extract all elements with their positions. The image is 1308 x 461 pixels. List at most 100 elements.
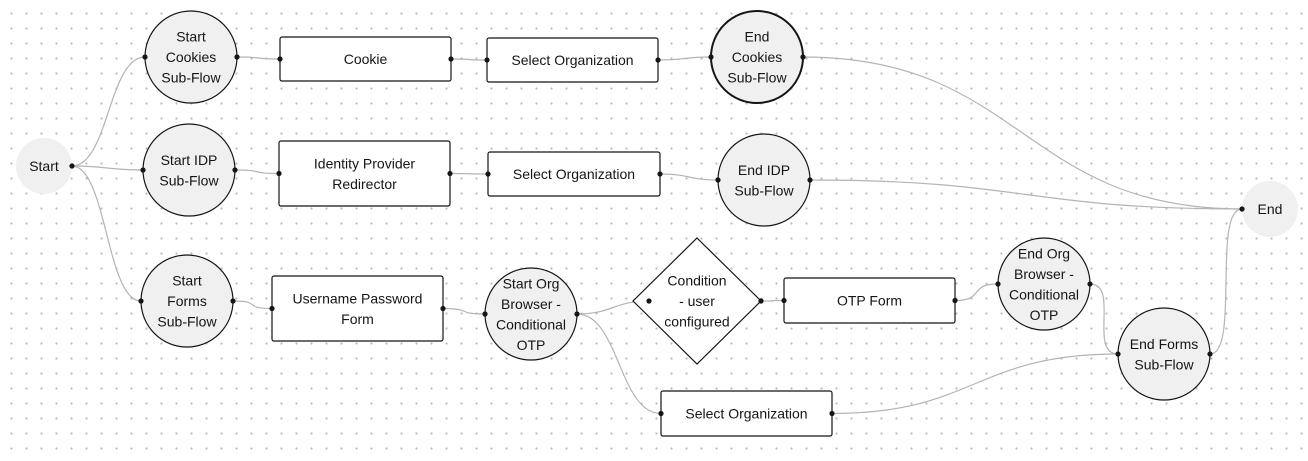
output-port[interactable]	[952, 297, 958, 304]
node-label: Cookies	[166, 49, 217, 65]
node-select-org-2[interactable]: Select Organization	[485, 151, 663, 197]
edge-end-idp-to-end	[809, 179, 1243, 210]
edge-select-org-2-to-end-idp	[659, 173, 719, 181]
output-port[interactable]	[448, 56, 454, 62]
node-label: Redirector	[332, 176, 397, 192]
edge-start-idp-to-idp-redirector	[234, 169, 280, 175]
input-port[interactable]	[277, 56, 283, 62]
node-label: Select Organization	[513, 166, 635, 182]
node-cookie[interactable]: Cookie	[277, 36, 454, 82]
input-port[interactable]	[269, 305, 275, 312]
node-start[interactable]: Start	[16, 138, 75, 194]
node-end[interactable]: End	[1239, 181, 1298, 237]
node-label: Form	[341, 311, 374, 327]
node-label: Conditional	[1009, 286, 1079, 302]
node-start-idp[interactable]: Start IDP Sub-Flow	[140, 123, 238, 217]
input-port[interactable]	[708, 54, 714, 60]
node-label: End	[745, 29, 770, 45]
output-port[interactable]	[758, 298, 764, 304]
edge-condition-user-to-otp-form	[760, 299, 785, 302]
node-label: Username Password	[293, 290, 423, 306]
edge-start-to-start-forms	[71, 165, 142, 302]
node-label: End IDP	[738, 162, 790, 178]
node-label: Sub-Flow	[159, 172, 219, 188]
edge-select-org-3-to-end-forms	[831, 353, 1119, 415]
node-label: Identity Provider	[314, 155, 415, 171]
input-port[interactable]	[482, 311, 488, 317]
output-port[interactable]	[574, 311, 580, 317]
node-otp-form[interactable]: OTP Form	[781, 277, 958, 324]
output-port[interactable]	[232, 167, 238, 173]
input-port[interactable]	[995, 281, 1001, 287]
node-label: Cookies	[732, 49, 783, 65]
edge-end-org-browser-to-end-forms	[1089, 283, 1119, 355]
input-port[interactable]	[138, 298, 144, 304]
node-label: Start	[176, 29, 206, 45]
output-port[interactable]	[655, 57, 661, 63]
input-port[interactable]	[781, 297, 787, 304]
node-label: Sub-Flow	[161, 70, 221, 86]
node-condition-user[interactable]: Condition - user configured	[632, 237, 764, 365]
node-label: Start	[172, 273, 202, 289]
input-port[interactable]	[276, 170, 282, 177]
node-label: Start IDP	[161, 152, 218, 168]
input-port[interactable]	[1239, 206, 1245, 212]
edge-otp-form-to-end-org-browser	[954, 283, 999, 302]
node-label: OTP	[1030, 307, 1059, 323]
edge-end-cookies-to-end	[802, 56, 1243, 210]
node-label: Sub-Flow	[1134, 356, 1194, 372]
input-port[interactable]	[484, 57, 490, 63]
output-port[interactable]	[440, 305, 446, 312]
node-label: End	[1258, 201, 1283, 217]
node-label: Start	[29, 158, 59, 174]
edge-start-to-start-idp	[71, 165, 144, 171]
node-label: - user	[679, 293, 715, 309]
node-label: Cookie	[344, 51, 388, 67]
node-label: Conditional	[496, 316, 566, 332]
input-port[interactable]	[646, 298, 652, 304]
node-label: OTP	[517, 337, 546, 353]
output-port[interactable]	[447, 170, 453, 177]
node-end-idp[interactable]: End IDP Sub-Flow	[715, 133, 813, 227]
node-label: Sub-Flow	[727, 70, 787, 86]
node-label: Sub-Flow	[734, 182, 794, 198]
node-label: Condition	[667, 273, 726, 289]
edge-layer	[71, 56, 1243, 415]
node-label: Start Org	[503, 275, 560, 291]
node-label: Forms	[167, 293, 207, 309]
node-select-org-1[interactable]: Select Organization	[484, 37, 661, 83]
output-port[interactable]	[69, 163, 75, 169]
edge-end-forms-to-end	[1209, 208, 1243, 355]
node-label: Browser -	[501, 296, 561, 312]
output-port[interactable]	[1087, 281, 1093, 287]
input-port[interactable]	[715, 177, 721, 183]
output-port[interactable]	[1207, 351, 1213, 357]
output-port[interactable]	[657, 171, 663, 177]
node-label: Select Organization	[511, 52, 633, 68]
node-label: Select Organization	[685, 406, 807, 422]
node-label: Browser -	[1014, 266, 1074, 282]
input-port[interactable]	[485, 171, 491, 177]
edge-start-to-start-cookies	[71, 56, 146, 167]
input-port[interactable]	[1115, 351, 1121, 357]
output-port[interactable]	[230, 298, 236, 304]
output-port[interactable]	[234, 54, 240, 60]
node-select-org-3[interactable]: Select Organization	[658, 390, 835, 437]
output-port[interactable]	[800, 54, 806, 60]
node-label: configured	[664, 314, 729, 330]
input-port[interactable]	[658, 410, 664, 417]
edge-start-forms-to-username-password	[232, 300, 273, 310]
input-port[interactable]	[140, 167, 146, 173]
output-port[interactable]	[829, 410, 835, 417]
input-port[interactable]	[142, 54, 148, 60]
output-port[interactable]	[807, 177, 813, 183]
